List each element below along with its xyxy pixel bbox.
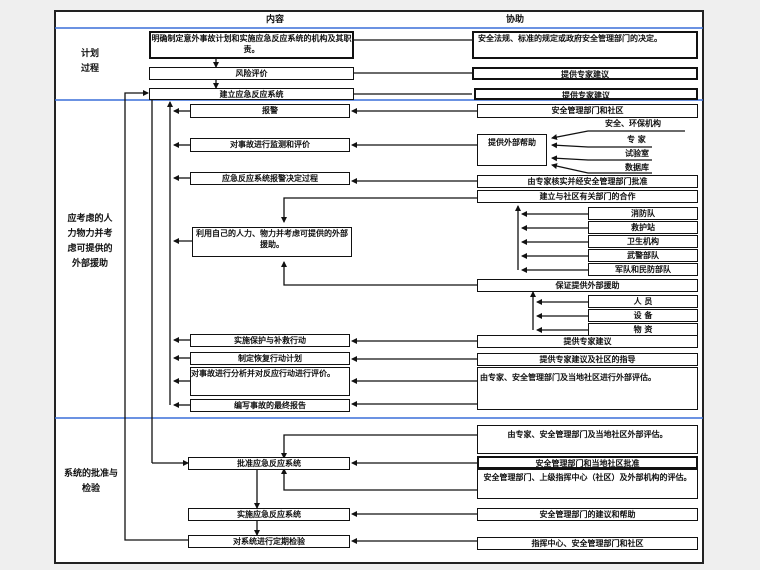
assist-expert-community-guidance[interactable]: 提供专家建议及社区的指导 <box>477 353 698 366</box>
source-database: 数据库 <box>625 163 649 172</box>
assist-external-evaluation-2[interactable]: 由专家、安全管理部门及当地社区外部评估。 <box>477 425 698 454</box>
assist-expert-advice-2[interactable]: 提供专家建议 <box>474 88 698 100</box>
assist-superior-evaluation[interactable]: 安全管理部门、上级指挥中心（社区）及外部机构的评估。 <box>477 469 698 499</box>
assist-expert-advice-3[interactable]: 提供专家建议 <box>477 335 698 348</box>
unit-armed-police[interactable]: 武警部队 <box>588 249 698 262</box>
assist-community-cooperation[interactable]: 建立与社区有关部门的合作 <box>477 190 698 203</box>
phase-label-approval: 系统的批准与 检验 <box>63 469 118 494</box>
unit-ambulance[interactable]: 救护站 <box>588 221 698 234</box>
step-define-plan[interactable]: 明确制定意外事故计划和实施应急反应系统的机构及其职责。 <box>149 31 354 59</box>
unit-fire-brigade[interactable]: 消防队 <box>588 207 698 220</box>
resource-personnel[interactable]: 人 员 <box>588 295 698 308</box>
step-recovery-plan[interactable]: 制定恢复行动计划 <box>190 352 350 365</box>
assist-expert-verify[interactable]: 由专家核实并经安全管理部门批准 <box>477 175 698 188</box>
assist-expert-advice-1[interactable]: 提供专家建议 <box>472 67 698 80</box>
step-approve-system[interactable]: 批准应急反应系统 <box>188 457 350 470</box>
step-risk-assessment[interactable]: 风险评价 <box>149 67 354 80</box>
assist-guarantee-external-aid[interactable]: 保证提供外部援助 <box>477 279 698 292</box>
step-final-report[interactable]: 编写事故的最终报告 <box>190 399 350 412</box>
unit-military-civil-defense[interactable]: 军队和民防部队 <box>588 263 698 276</box>
source-laboratory: 试验室 <box>625 149 649 158</box>
source-safety-env-agency: 安全、环保机构 <box>605 119 661 128</box>
step-build-system[interactable]: 建立应急反应系统 <box>149 88 354 100</box>
header-assist: 协助 <box>506 15 525 25</box>
step-monitor-evaluate[interactable]: 对事故进行监测和评价 <box>190 138 350 152</box>
assist-safety-advice-help[interactable]: 安全管理部门的建议和帮助 <box>477 508 698 521</box>
assist-approval[interactable]: 安全管理部门和当地社区批准 <box>477 456 698 469</box>
assist-command-center[interactable]: 指挥中心、安全管理部门和社区 <box>477 537 698 550</box>
step-use-own-resources[interactable]: 利用自己的人力、物力并考虑可提供的外部援助。 <box>192 227 352 257</box>
assist-regulations[interactable]: 安全法规、标准的规定或政府安全管理部门的决定。 <box>472 31 698 59</box>
unit-health[interactable]: 卫生机构 <box>588 235 698 248</box>
phase-label-resources: 应考虑的人 力物力并考 虑可提供的 外部援助 <box>67 214 113 269</box>
assist-external-evaluation[interactable]: 由专家、安全管理部门及当地社区进行外部评估。 <box>477 367 698 410</box>
phase-label-planning: 计划 过程 <box>80 49 99 74</box>
step-analyze-evaluate[interactable]: 对事故进行分析并对反应行动进行评价。 <box>190 367 350 396</box>
assist-external-help[interactable]: 提供外部帮助 <box>477 134 547 166</box>
step-alarm[interactable]: 报警 <box>190 104 350 118</box>
step-periodic-inspection[interactable]: 对系统进行定期检验 <box>188 535 350 548</box>
resource-equipment[interactable]: 设 备 <box>588 309 698 322</box>
header-content: 内容 <box>266 15 285 25</box>
assist-safety-dept-community[interactable]: 安全管理部门和社区 <box>477 104 698 118</box>
step-protection-action[interactable]: 实施保护与补救行动 <box>190 334 350 347</box>
step-alarm-decision[interactable]: 应急反应系统报警决定过程 <box>190 172 350 185</box>
source-experts: 专 家 <box>627 135 646 144</box>
step-implement-system[interactable]: 实施应急反应系统 <box>188 508 350 521</box>
